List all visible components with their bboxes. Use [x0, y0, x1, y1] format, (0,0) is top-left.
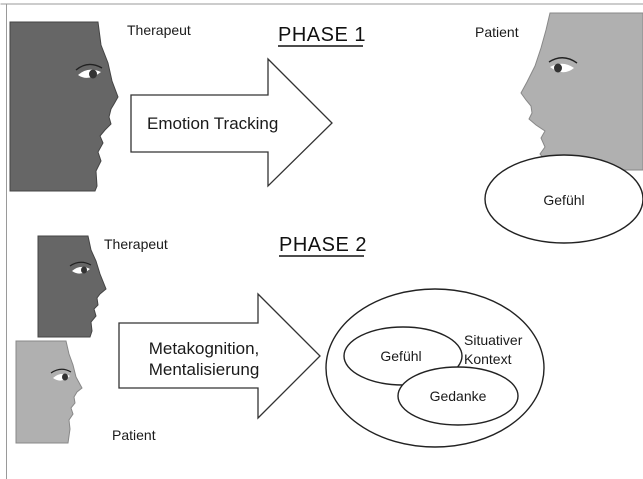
patient-face-icon [520, 12, 643, 171]
phase1-feeling-bubble [484, 154, 643, 244]
eye-icon [548, 57, 578, 73]
context-label-line1: Situativer [464, 332, 523, 348]
phase2-feeling-label: Gefühl [380, 348, 421, 364]
phase2-arrow-text-line2: Mentalisierung [149, 360, 260, 379]
thought-bubble [397, 366, 519, 426]
phase2-section: Therapeut Patient PHASE 2 Metakognition,… [15, 234, 545, 448]
phase2-arrow-text-line1: Metakognition, [149, 339, 260, 358]
patient-face-icon [15, 340, 83, 444]
phase1-title: PHASE 1 [278, 24, 366, 46]
phase1-section: Therapeut PHASE 1 Emotion Tracking Patie… [9, 12, 643, 244]
phase1-patient-label: Patient [475, 24, 519, 40]
phase1-arrow-text: Emotion Tracking [147, 114, 278, 133]
therapist-face-icon [37, 235, 107, 338]
therapist-face-icon [9, 21, 119, 192]
thought-label: Gedanke [430, 388, 487, 404]
phase1-feeling-label: Gefühl [543, 192, 584, 208]
eye-icon [75, 63, 103, 79]
context-label-line2: Kontext [464, 351, 512, 367]
eye-icon [50, 368, 72, 381]
phase1-therapist-label: Therapeut [127, 22, 191, 38]
phase2-therapist-label: Therapeut [104, 236, 168, 252]
right-arrow-shape [118, 292, 321, 420]
eye-icon [69, 261, 92, 274]
phase2-patient-label: Patient [112, 427, 156, 443]
right-arrow-shape [130, 57, 333, 188]
phase2-title: PHASE 2 [279, 234, 367, 256]
